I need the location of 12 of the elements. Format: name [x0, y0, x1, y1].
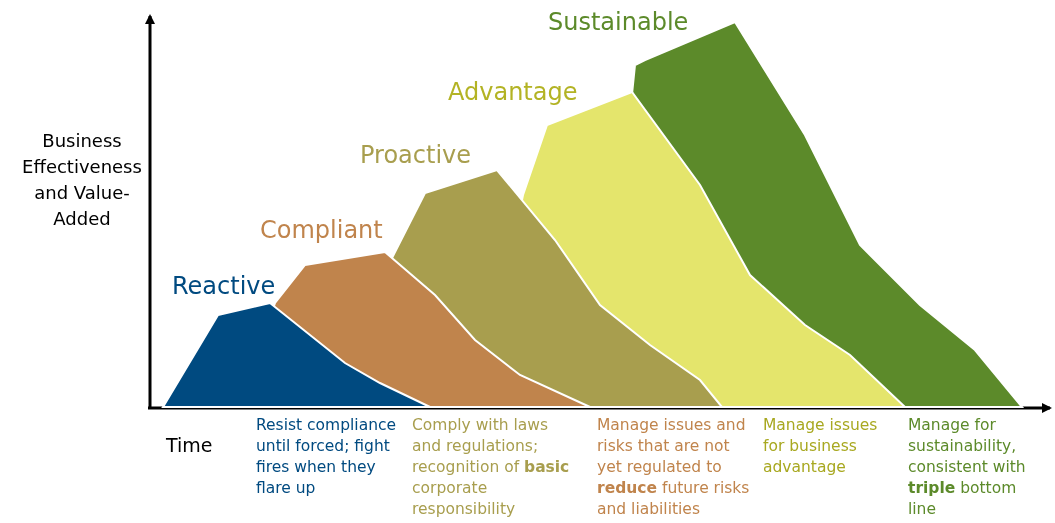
axis-title: Time [166, 433, 214, 458]
stage-description: Comply with laws and regulations; recognition of basic corporate responsibility [412, 415, 571, 520]
stage-title: Sustainable [548, 8, 689, 36]
stage-title: Reactive [172, 272, 276, 300]
stage-description: Resist compliance until forced; fight fires when they flare up [256, 415, 397, 499]
axis-title: Business Effectiveness and Value-Added [21, 129, 143, 231]
stage-title: Advantage [448, 78, 578, 106]
stage-description: Manage issues and risks that are not yet regulated to reduce future risks and liabilities [597, 415, 751, 520]
stage-title: Proactive [360, 141, 472, 169]
stage-description: Manage issues for business advantage [763, 415, 879, 478]
stage-title: Compliant [260, 216, 383, 244]
stage-description: Manage for sustainability, consistent with triple bottom line [908, 415, 1027, 520]
